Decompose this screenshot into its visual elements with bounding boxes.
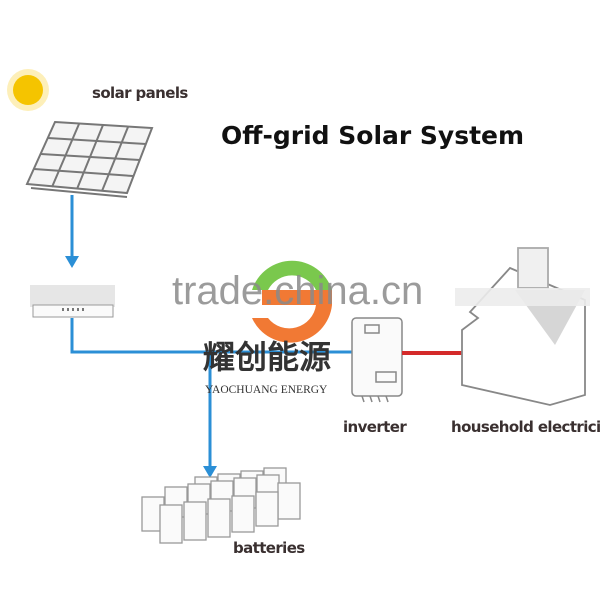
sun-icon [7, 69, 49, 111]
arrow-down-icon [203, 466, 217, 478]
logo-green-arc-icon [252, 260, 332, 290]
watermark: trade.china.cn 耀创能源 YAOCHUANG ENERGY [172, 260, 423, 396]
logo-orange-arc-icon [252, 290, 332, 343]
dc-wiring [70, 195, 352, 468]
house-icon [455, 247, 590, 406]
solar-panels-label: solar panels [92, 84, 188, 102]
inverter-label: inverter [343, 418, 407, 436]
charge-controller-icon [30, 285, 115, 318]
solar-panel-icon [25, 120, 154, 198]
diagram-title: Off-grid Solar System [221, 121, 524, 150]
brand-english-name: YAOCHUANG ENERGY [205, 384, 328, 396]
batteries-icon [141, 467, 301, 544]
arrow-down-icon [65, 256, 79, 268]
batteries-label: batteries [233, 539, 305, 557]
watermark-site: trade.china.cn [172, 269, 423, 313]
inverter-icon [351, 317, 403, 403]
household-electricity-label: household electricity [451, 418, 600, 436]
brand-chinese-name: 耀创能源 [203, 338, 331, 376]
